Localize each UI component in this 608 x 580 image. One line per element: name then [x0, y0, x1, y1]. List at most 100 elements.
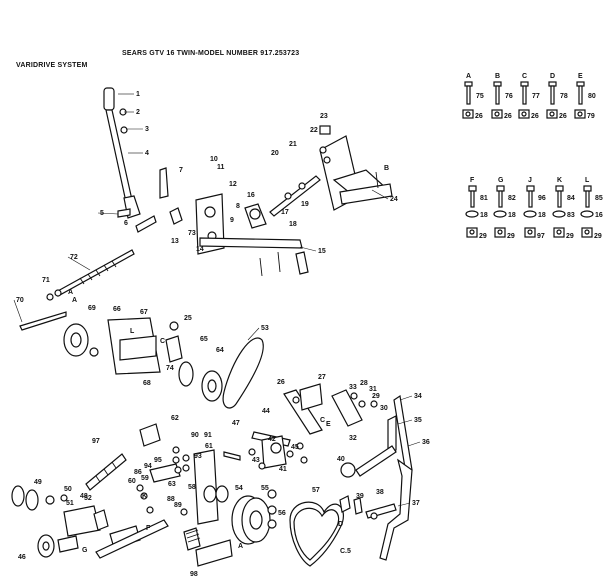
hardware-legend: A7526B7626C7726D7826E8079F811829G821829J… — [462, 73, 603, 240]
washer — [493, 210, 507, 218]
hardware-nut-26: 26 — [531, 113, 539, 120]
hardware-bolt-84: 84 — [567, 195, 575, 202]
leader-line — [13, 299, 23, 323]
hardware-letter-a: A — [466, 73, 471, 80]
hardware-nut-26: 26 — [559, 113, 567, 120]
hardware-nut-79: 79 — [587, 113, 595, 120]
callout-14: 14 — [196, 246, 204, 253]
callout-51: 51 — [66, 500, 74, 507]
callout-25: 25 — [184, 315, 192, 322]
callout-24: 24 — [390, 196, 398, 203]
hardware-letter-c: C — [522, 73, 527, 80]
callout-33: 33 — [349, 384, 357, 391]
hardware-bolt-96: 96 — [538, 195, 546, 202]
ref-letter-a: A — [238, 543, 243, 550]
callout-18: 18 — [289, 221, 297, 228]
hardware-washer-83: 83 — [567, 212, 575, 219]
section-title: VARIDRIVE SYSTEM — [16, 62, 88, 69]
callout-94: 94 — [144, 463, 152, 470]
idler-assembly-mid — [63, 317, 264, 409]
callout-93: 93 — [194, 453, 202, 460]
callout-8: 8 — [236, 203, 240, 210]
callout-54: 54 — [235, 485, 243, 492]
callout-13: 13 — [171, 238, 179, 245]
callout-9: 9 — [230, 217, 234, 224]
hardware-letter-j: J — [528, 177, 532, 184]
callout-95: 95 — [154, 457, 162, 464]
ref-letter-a: A — [72, 297, 77, 304]
callout-16: 16 — [247, 192, 255, 199]
callout-68: 68 — [143, 380, 151, 387]
nut-hole — [549, 111, 555, 117]
callout-60: 60 — [128, 478, 136, 485]
callout-46: 46 — [18, 554, 26, 561]
callout-6: 6 — [124, 220, 128, 227]
callout-34: 34 — [414, 393, 422, 400]
callout-89: 89 — [174, 502, 182, 509]
washer — [552, 210, 566, 218]
nut-hole — [469, 229, 475, 235]
leader-line — [407, 441, 421, 447]
callout-86: 86 — [134, 469, 142, 476]
hardware-letter-g: G — [498, 177, 504, 184]
callout-56: 56 — [278, 510, 286, 517]
callout-65: 65 — [200, 336, 208, 343]
callout-12: 12 — [229, 181, 237, 188]
callout-3: 3 — [145, 126, 149, 133]
hardware-washer-16: 16 — [595, 212, 603, 219]
hardware-bolt-76: 76 — [505, 93, 513, 100]
washer — [523, 210, 537, 218]
leader-line — [247, 327, 260, 341]
callout-32: 32 — [349, 435, 357, 442]
callout-19: 19 — [301, 201, 309, 208]
ref-letter-c: C — [320, 417, 325, 424]
nut-hole — [577, 111, 583, 117]
ref-letter-b: B — [384, 165, 389, 172]
leader-line — [67, 256, 91, 271]
callout-26: 26 — [277, 379, 285, 386]
bolt-shank — [528, 190, 533, 208]
nut-hole — [497, 229, 503, 235]
hardware-washer-18: 18 — [480, 212, 488, 219]
callout-52: 52 — [84, 495, 92, 502]
hardware-washer-18: 18 — [538, 212, 546, 219]
hardware-nut-97: 97 — [537, 233, 545, 240]
callout-61: 61 — [205, 443, 213, 450]
leader-line — [371, 189, 389, 200]
hardware-nut-29: 29 — [507, 233, 515, 240]
callout-71: 71 — [42, 277, 50, 284]
mounting-bracket-top — [319, 125, 393, 211]
hardware-letter-f: F — [470, 177, 475, 184]
linkage-arms-right — [223, 383, 413, 561]
callout-53: 53 — [261, 325, 269, 332]
hardware-letter-l: L — [585, 177, 590, 184]
bolt-shank — [470, 190, 475, 208]
hardware-bolt-78: 78 — [560, 93, 568, 100]
callout-17: 17 — [281, 209, 289, 216]
callout-91: 91 — [204, 432, 212, 439]
callout-15: 15 — [318, 248, 326, 255]
callout-97: 97 — [92, 438, 100, 445]
bolt-head — [468, 185, 477, 192]
callout-48: 48 — [80, 493, 88, 500]
bolt-shank — [585, 190, 590, 208]
ref-letter-l: L — [130, 328, 135, 335]
callout-88: 88 — [167, 496, 175, 503]
bolt-head — [583, 185, 592, 192]
callout-40: 40 — [337, 456, 345, 463]
callout-42: 42 — [268, 436, 276, 443]
callout-35: 35 — [414, 417, 422, 424]
callout-23: 23 — [320, 113, 328, 120]
callout-90: 90 — [191, 432, 199, 439]
callout-20: 20 — [271, 150, 279, 157]
callout-70: 70 — [16, 297, 24, 304]
callout-72: 72 — [70, 254, 78, 261]
ref-letter-g: G — [82, 547, 88, 554]
callout-28: 28 — [360, 380, 368, 387]
callout-41: 41 — [279, 466, 287, 473]
hardware-nut-29: 29 — [479, 233, 487, 240]
callout-57: 57 — [312, 487, 320, 494]
shift-lever-assembly — [103, 87, 157, 233]
leader-line — [397, 502, 411, 507]
